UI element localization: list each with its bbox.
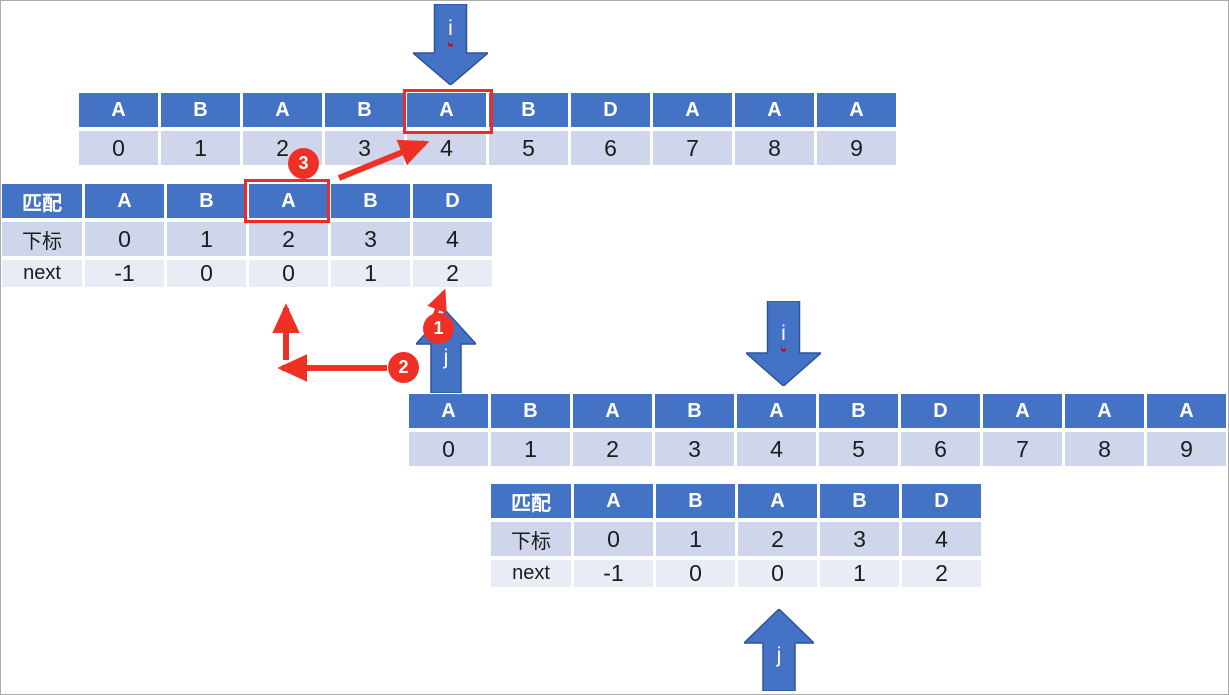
text-index-cell: 3 [325, 131, 404, 165]
text-char-cell: A [1065, 394, 1144, 428]
pattern-index-cell: 2 [249, 222, 328, 256]
pattern-index-cell: 3 [820, 522, 899, 556]
pattern-header-label: 匹配 [2, 184, 82, 218]
text-char-cell: A [407, 93, 486, 127]
text-index-cell: 7 [653, 131, 732, 165]
pattern-next-cell: 0 [738, 560, 817, 587]
step-3-badge: 3 [288, 148, 319, 179]
pattern-index-cell: 3 [331, 222, 410, 256]
pointer-j-up-arrow-2 [744, 609, 814, 691]
text-index-cell: 6 [901, 432, 980, 466]
pointer-i-down-arrow-2 [746, 301, 821, 386]
mismatch-highlight-box-text [403, 89, 493, 134]
text-char-cell: A [79, 93, 158, 127]
text-index-cell: 5 [819, 432, 898, 466]
pattern-next-cell: -1 [574, 560, 653, 587]
text-index-cell: 6 [571, 131, 650, 165]
pattern-next-cell: 1 [820, 560, 899, 587]
text-char-cell: A [817, 93, 896, 127]
text-char-cell: B [655, 394, 734, 428]
pattern-index-cell: 4 [902, 522, 981, 556]
pattern-index-label: 下标 [491, 522, 571, 556]
text-index-cell: 2 [573, 432, 652, 466]
text-char-cell: A [983, 394, 1062, 428]
pattern-char-cell: B [167, 184, 246, 218]
text-char-cell: A [737, 394, 816, 428]
text-index-cell: 3 [655, 432, 734, 466]
pattern-next-cell: 1 [331, 260, 410, 287]
text-index-cell: 8 [1065, 432, 1144, 466]
pattern-next-label: next [2, 260, 82, 287]
text-char-cell: A [653, 93, 732, 127]
pattern-next-cell: 2 [413, 260, 492, 287]
text-index-cell: 8 [735, 131, 814, 165]
text-index-cell: 7 [983, 432, 1062, 466]
pointer-i-label-2: i [781, 322, 786, 345]
pattern-index-cell: 2 [738, 522, 817, 556]
text-char-cell: A [735, 93, 814, 127]
pattern-char-cell: D [413, 184, 492, 218]
pattern-index-cell: 4 [413, 222, 492, 256]
pattern-char-cell: A [574, 484, 653, 518]
step-1-badge: 1 [423, 313, 454, 344]
text-char-cell: D [571, 93, 650, 127]
text-char-cell: D [901, 394, 980, 428]
pattern-index-cell: 0 [85, 222, 164, 256]
pattern-header-label: 匹配 [491, 484, 571, 518]
text-char-cell: A [409, 394, 488, 428]
pointer-j-label-2: j [776, 644, 782, 667]
pattern-next-cell: 0 [167, 260, 246, 287]
mismatch-highlight-box-pattern [244, 179, 330, 223]
pattern-index-label: 下标 [2, 222, 82, 256]
pointer-i-down-arrow-1 [413, 4, 488, 85]
text-index-cell: 0 [79, 131, 158, 165]
text-char-cell: B [325, 93, 404, 127]
pattern-char-cell: B [820, 484, 899, 518]
pattern-char-cell: B [331, 184, 410, 218]
text-char-cell: A [243, 93, 322, 127]
pattern-index-cell: 1 [656, 522, 735, 556]
text-index-cell: 9 [817, 131, 896, 165]
pattern-char-cell: A [249, 184, 328, 218]
step-2-badge: 2 [388, 352, 419, 383]
text-char-cell: A [1147, 394, 1226, 428]
pattern-next-cell: 0 [656, 560, 735, 587]
text-index-cell: 0 [409, 432, 488, 466]
pattern-index-cell: 1 [167, 222, 246, 256]
pattern-next-cell: 2 [902, 560, 981, 587]
text-index-cell: 1 [161, 131, 240, 165]
pattern-char-cell: A [85, 184, 164, 218]
pointer-i-label-1: i [448, 17, 453, 40]
pattern-char-cell: D [902, 484, 981, 518]
pattern-next-label: next [491, 560, 571, 587]
text-char-cell: B [489, 93, 568, 127]
pattern-char-cell: B [656, 484, 735, 518]
pattern-next-cell: 0 [249, 260, 328, 287]
text-index-cell: 5 [489, 131, 568, 165]
text-index-cell: 4 [407, 131, 486, 165]
pattern-char-cell: A [738, 484, 817, 518]
text-char-cell: B [161, 93, 240, 127]
text-char-cell: B [819, 394, 898, 428]
pointer-j-label-1: j [443, 346, 449, 369]
text-index-cell: 4 [737, 432, 816, 466]
text-index-cell: 1 [491, 432, 570, 466]
text-char-cell: B [491, 394, 570, 428]
text-index-cell: 9 [1147, 432, 1226, 466]
text-char-cell: A [573, 394, 652, 428]
pattern-next-cell: -1 [85, 260, 164, 287]
pattern-index-cell: 0 [574, 522, 653, 556]
